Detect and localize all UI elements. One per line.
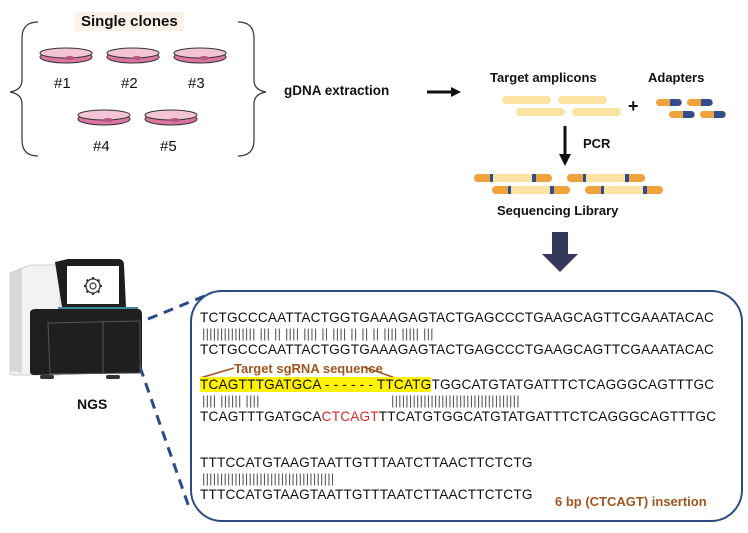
pcr-label: PCR bbox=[583, 136, 611, 151]
row2-reference-rest: TGGCATGTATGATTTCTCAGGGCAGTTTGC bbox=[431, 377, 715, 392]
clone-label-3: #3 bbox=[188, 75, 205, 92]
dish-1-icon bbox=[39, 47, 93, 64]
insertion-note: 6 bp (CTCAGT) insertion bbox=[555, 494, 707, 509]
alignment-row3-reference: TTTCCATGTAAGTAATTGTTTAATCTTAACTTCTCTG bbox=[200, 455, 533, 470]
clone-braces bbox=[9, 21, 267, 157]
clone-label-1: #1 bbox=[54, 75, 71, 92]
alignment-row3-query: TTTCCATGTAAGTAATTGTTTAATCTTAACTTCTCTG bbox=[200, 487, 533, 502]
alignment-row2-reference: TCAGTTTGATGCA - - - - - - TTCATGTGGCATGT… bbox=[200, 377, 714, 393]
row2-query-b: TTCATGTGGCATGTATGATTTCTCAGGGCAGTTTGC bbox=[378, 409, 717, 424]
amplicon-fragments bbox=[502, 96, 621, 116]
clone-label-2: #2 bbox=[121, 75, 138, 92]
alignment-row2-query: TCAGTTTGATGCACTCAGTTTCATGTGGCATGTATGATTT… bbox=[200, 409, 716, 425]
alignment-row3-match-bars: ||||||||||||||||||||||||||||||||||||| bbox=[202, 471, 335, 486]
alignment-row1-query: TCTGCCCAATTACTGGTGAAAGAGTACTGAGCCCTGAAGC… bbox=[200, 342, 715, 357]
alignment-row1-reference: TCTGCCCAATTACTGGTGAAAGAGTACTGAGCCCTGAAGC… bbox=[200, 310, 715, 325]
ngs-sequencer-icon bbox=[9, 259, 142, 379]
sgrna-highlight-a: TCAGTTTGATGCA bbox=[200, 377, 321, 392]
sgrna-highlight-b: TTCATG bbox=[376, 377, 432, 392]
alignment-panel bbox=[190, 290, 743, 522]
dish-4-icon bbox=[77, 109, 131, 126]
insertion-sequence: CTCAGT bbox=[321, 409, 379, 424]
single-clones-title: Single clones bbox=[75, 12, 184, 31]
gear-icon bbox=[84, 277, 102, 295]
sequencing-library-fragments bbox=[474, 174, 663, 194]
sequencing-library-label: Sequencing Library bbox=[497, 203, 619, 218]
right-arrow-icon bbox=[427, 87, 461, 97]
adapter-fragments bbox=[656, 99, 726, 118]
plus-sign: + bbox=[628, 96, 639, 116]
dish-5-icon bbox=[144, 109, 198, 126]
amplicons-and-adapters: + bbox=[502, 96, 726, 118]
target-amplicons-label: Target amplicons bbox=[490, 70, 597, 85]
culture-dishes bbox=[39, 47, 227, 126]
big-down-arrow-icon bbox=[542, 232, 578, 272]
dish-3-icon bbox=[173, 47, 227, 64]
sgrna-gap: - - - - - - bbox=[320, 377, 377, 392]
sgrna-label: Target sgRNA sequence bbox=[234, 361, 383, 376]
alignment-row2-match-bars-right: |||||||||||||||||||||||||||||||||||| bbox=[391, 393, 520, 408]
clone-label-4: #4 bbox=[93, 138, 110, 155]
gdna-extraction-label: gDNA extraction bbox=[284, 83, 390, 98]
alignment-row1-match-bars: ||||||||||||||| ||| || |||| |||| || ||||… bbox=[202, 326, 434, 341]
row2-query-a: TCAGTTTGATGCA bbox=[200, 409, 322, 424]
adapters-label: Adapters bbox=[648, 70, 705, 85]
down-arrow-icon bbox=[559, 126, 571, 166]
clone-label-5: #5 bbox=[160, 138, 177, 155]
dish-2-icon bbox=[106, 47, 160, 64]
ngs-label: NGS bbox=[77, 396, 108, 412]
alignment-row2-match-bars-left: |||| |||||| |||| bbox=[202, 393, 260, 408]
